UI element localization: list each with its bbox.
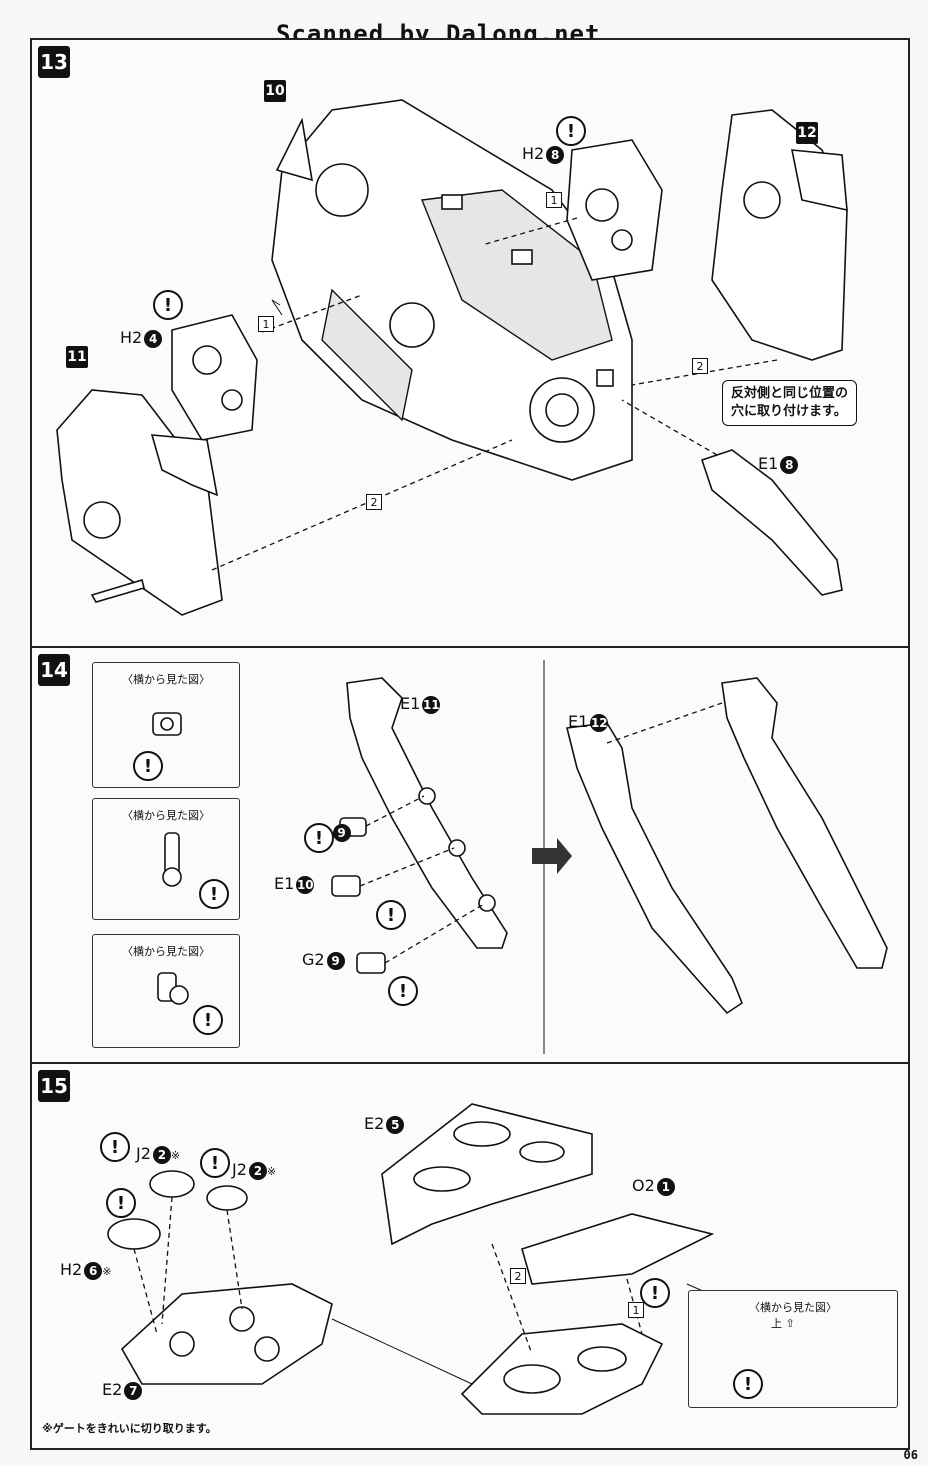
- step-number: 14: [38, 654, 70, 686]
- part-callout-11: 11: [66, 346, 88, 368]
- side-view-title: 〈横から見た図〉: [122, 945, 210, 958]
- warning-icon: !: [100, 1132, 130, 1162]
- sequence-marker: 1: [258, 316, 274, 332]
- part-callout-10: 10: [264, 80, 286, 102]
- warning-icon: !: [376, 900, 406, 930]
- side-view-inset: 〈横から見た図〉 上 ⇧ !: [688, 1290, 898, 1408]
- assembly-note: 反対側と同じ位置の 穴に取り付けます。: [722, 380, 858, 426]
- sequence-marker: 1: [628, 1302, 644, 1318]
- step-number: 13: [38, 46, 70, 78]
- sequence-marker: 2: [692, 358, 708, 374]
- warning-icon: !: [640, 1278, 670, 1308]
- warning-icon: !: [733, 1369, 763, 1399]
- warning-icon: !: [199, 879, 229, 909]
- up-arrow-icon: ⇧: [785, 1317, 795, 1330]
- warning-icon: !: [193, 1005, 223, 1035]
- side-view-title: 〈横から見た図〉: [122, 673, 210, 686]
- sequence-marker: 1: [546, 192, 562, 208]
- arrow-right-icon: [532, 838, 572, 874]
- page-number: 06: [903, 1448, 918, 1462]
- step-14-illustration: [331, 660, 888, 1054]
- warning-icon: !: [556, 116, 586, 146]
- warning-icon: !: [304, 823, 334, 853]
- warning-icon: !: [388, 976, 418, 1006]
- warning-icon: !: [153, 290, 183, 320]
- step-number: 15: [38, 1070, 70, 1102]
- side-view-inset: 〈横から見た図〉 !: [92, 934, 240, 1048]
- sequence-marker: 2: [366, 494, 382, 510]
- warning-icon: !: [133, 751, 163, 781]
- side-view-title: 〈横から見た図〉: [749, 1301, 837, 1314]
- footnote: ※ゲートをきれいに切り取ります。: [42, 1422, 217, 1435]
- side-view-inset: 〈横から見た図〉 !: [92, 798, 240, 920]
- warning-icon: !: [200, 1148, 230, 1178]
- part-callout-12: 12: [796, 122, 818, 144]
- step-13-illustration: [56, 99, 848, 616]
- side-view-inset: 〈横から見た図〉 !: [92, 662, 240, 788]
- sequence-marker: 2: [510, 1268, 526, 1284]
- step-15-illustration: [107, 1103, 883, 1415]
- up-label: 上 ⇧: [771, 1317, 795, 1330]
- side-view-title: 〈横から見た図〉: [122, 809, 210, 822]
- warning-icon: !: [106, 1188, 136, 1218]
